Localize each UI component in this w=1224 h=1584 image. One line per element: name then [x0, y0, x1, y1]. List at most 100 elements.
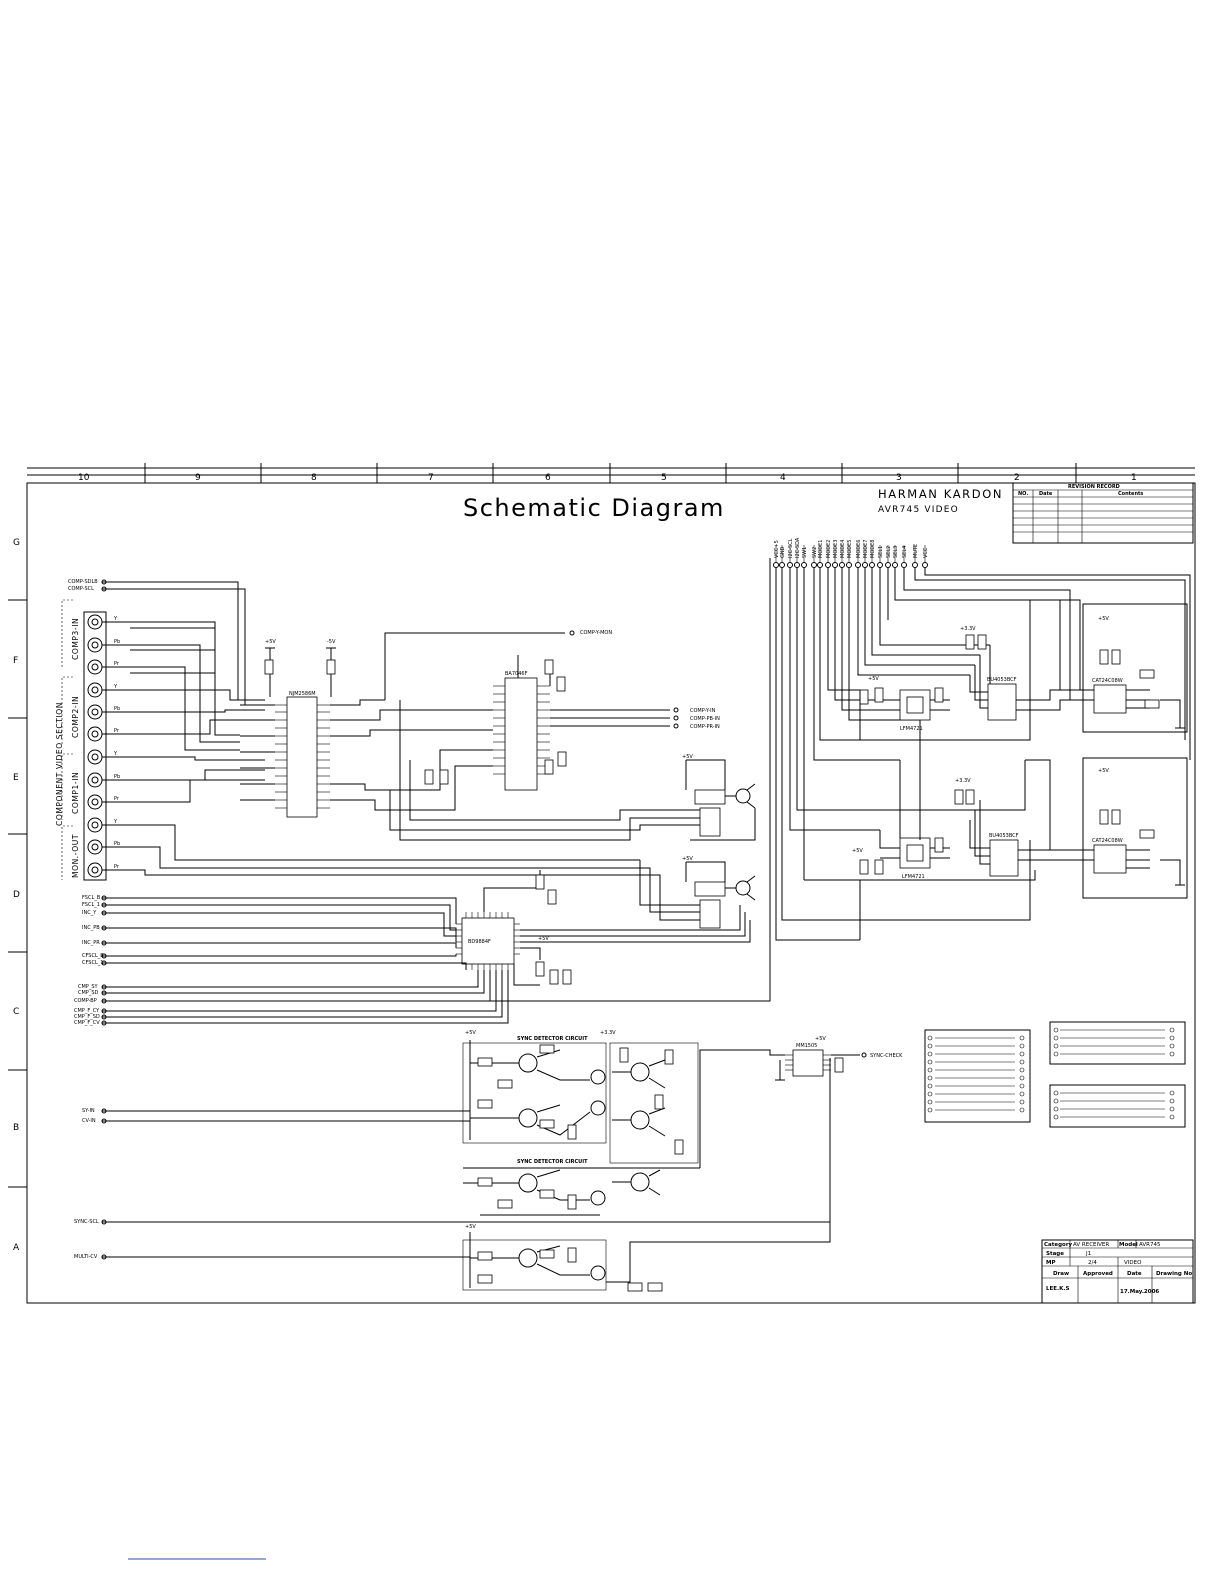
- col-1: 1: [1131, 473, 1137, 483]
- svg-text:Pr: Pr: [114, 796, 120, 802]
- buffer-ic-lower: +5V: [639, 856, 756, 929]
- ic8-block: MM1505 SYNC-CHECK +5V: [699, 1036, 903, 1168]
- ic6-block: LFM4721 +5V: [859, 676, 950, 732]
- net-cmp-sy: CMP_SY: [78, 984, 98, 990]
- ic8-rail: +5V: [815, 1036, 826, 1042]
- svg-text:Pr: Pr: [114, 864, 120, 870]
- svg-text:Pr: Pr: [114, 728, 120, 734]
- tb-col-approved: Approved: [1083, 1271, 1113, 1277]
- net-inc-y: INC_Y: [82, 910, 97, 916]
- cmp-nets-lower: CMP_SY CMP_SD COMP-BP CMP_F_CY CMP_F_SD …: [74, 558, 771, 1026]
- sync1-rail: +5V: [465, 1030, 476, 1036]
- col-10: 10: [78, 473, 90, 483]
- row-g: G: [13, 538, 20, 548]
- top-net-15: SEL2: [886, 546, 892, 558]
- revision-col-contents: Contents: [1118, 491, 1143, 497]
- top-net-13: MODE8: [870, 540, 876, 558]
- top-net-12: MODE7: [863, 540, 869, 558]
- net-cv-in: CV-IN: [82, 1118, 96, 1124]
- row-e: E: [13, 773, 19, 783]
- net-comp-y-in: COMP-Y-IN: [690, 708, 716, 714]
- tb-category-label: Category: [1044, 1242, 1073, 1248]
- sync-detector-title-2: SYNC DETECTOR CIRCUIT: [517, 1159, 588, 1165]
- net-fscl-1: FSCL_1: [82, 902, 100, 908]
- ic8-label: MM1505: [796, 1043, 817, 1049]
- net-comp-sdlb: COMP-SDLB: [68, 579, 98, 585]
- sync-detector-4: +5V: [462, 1058, 831, 1292]
- jack-wiring: [102, 621, 640, 876]
- jack-stack: Y Pb Pr Y Pb Pr Y Pb Pr Y Pb Pr: [83, 611, 120, 881]
- component-video-section: COMPONENT VIDEO SECTION COMP3-IN COMP2-I…: [55, 599, 80, 880]
- ic5-block: BU4053BCF +3.3V: [954, 778, 1080, 877]
- ic1-rail-m5v: -5V: [327, 639, 336, 645]
- top-net-2: I2C-SCL: [788, 538, 794, 558]
- row-d: D: [13, 890, 20, 900]
- comp3-label: COMP3-IN: [71, 618, 80, 660]
- top-net-1: GND: [780, 546, 786, 558]
- mon-out-label: MON.-OUT: [71, 834, 80, 878]
- component-video-label: COMPONENT VIDEO SECTION: [55, 702, 64, 826]
- column-ruler: 10 9 8 7 6 5 4 3 2 1: [27, 463, 1195, 483]
- net-comp-scl: COMP-SCL: [68, 586, 94, 592]
- row-a: A: [13, 1243, 20, 1253]
- net-cmp-f-sd: CMP_F_SD: [74, 1014, 100, 1020]
- col-3: 3: [896, 473, 902, 483]
- comp1-label: COMP1-IN: [71, 772, 80, 814]
- col-9: 9: [195, 473, 201, 483]
- revision-record: REVISION RECORD NO. Date Contents: [1012, 482, 1194, 544]
- ic4-label: BU4053BCF: [987, 677, 1017, 683]
- ic6-rail: +5V: [868, 676, 879, 682]
- svg-text:Pb: Pb: [114, 639, 120, 645]
- sync-detector-title-1: SYNC DETECTOR CIRCUIT: [517, 1036, 588, 1042]
- col-7: 7: [428, 473, 434, 483]
- ic3-input-nets: FSCL_B FSCL_1 INC_Y INC_PB INC_PR CFSCL_…: [82, 895, 467, 970]
- svg-text:Y: Y: [113, 684, 118, 690]
- ic1-rail-p5v: +5V: [265, 639, 276, 645]
- net-inc-pb: INC_PB: [82, 925, 100, 931]
- net-fscl-b: FSCL_B: [82, 895, 101, 901]
- ic3-label: BD9884F: [468, 939, 491, 945]
- net-comp-pr-in: COMP-PR-IN: [690, 724, 720, 730]
- top-net-16: SEL3: [893, 546, 899, 558]
- top-net-0: VCC+5: [774, 540, 780, 558]
- tb-col-draw: Draw: [1053, 1271, 1069, 1277]
- revision-col-date: Date: [1039, 491, 1053, 497]
- col-8: 8: [311, 473, 317, 483]
- ic7-rail: +5V: [852, 848, 863, 854]
- col-2: 2: [1014, 473, 1020, 483]
- ic3-rail: +5V: [538, 936, 549, 942]
- tb-col-drawing-no: Drawing No: [1156, 1271, 1192, 1277]
- comp-i2c-connectors: COMP-SDLB COMP-SCL: [68, 579, 246, 705]
- ic10-block: CAT24C08W +5V: [1080, 757, 1188, 899]
- tb-mp-label: MP: [1046, 1260, 1056, 1266]
- ic1-label: NJM2586M: [289, 691, 316, 697]
- top-net-6: MODE1: [818, 540, 824, 558]
- svg-text:Y: Y: [113, 616, 118, 622]
- ic10-label: CAT24C08W: [1092, 838, 1123, 844]
- svg-text:Pb: Pb: [114, 841, 120, 847]
- net-cfscl-b: CFSCL_B: [82, 953, 104, 959]
- top-net-18: MUTE: [913, 544, 919, 558]
- ic10-rail: +5V: [1098, 768, 1109, 774]
- ic7-block: LFM4721 +5V: [852, 830, 950, 880]
- net-cmp-sd: CMP_SD: [78, 990, 98, 996]
- net-sync-check: SYNC-CHECK: [870, 1053, 903, 1059]
- svg-text:Pb: Pb: [114, 706, 120, 712]
- sync-detector-2: +3.3V: [600, 1030, 699, 1164]
- ic2-block: BA7046F COMP-Y-MON COMP-Y-IN COMP-PB-IN …: [384, 630, 720, 811]
- ic5-rail: +3.3V: [955, 778, 971, 784]
- net-comp-bp: COMP-BP: [74, 998, 97, 1004]
- control-bus: [775, 568, 1191, 941]
- tb-model-label: Model: [1119, 1242, 1138, 1248]
- connector-strip-right-top: [1049, 1021, 1186, 1065]
- sync-detector-3: SYNC DETECTOR CIRCUIT: [463, 1159, 700, 1216]
- revision-title: REVISION RECORD: [1068, 484, 1120, 490]
- sheet-title: Schematic Diagram: [463, 494, 725, 522]
- tb-draw-value: LEE.K.S: [1046, 1286, 1069, 1292]
- sync-detector-1: SYNC DETECTOR CIRCUIT +5V: [462, 1030, 607, 1144]
- row-b: B: [13, 1123, 19, 1133]
- ic4-rail: +3.3V: [960, 626, 976, 632]
- top-net-11: MODE6: [856, 540, 862, 558]
- col-6: 6: [545, 473, 551, 483]
